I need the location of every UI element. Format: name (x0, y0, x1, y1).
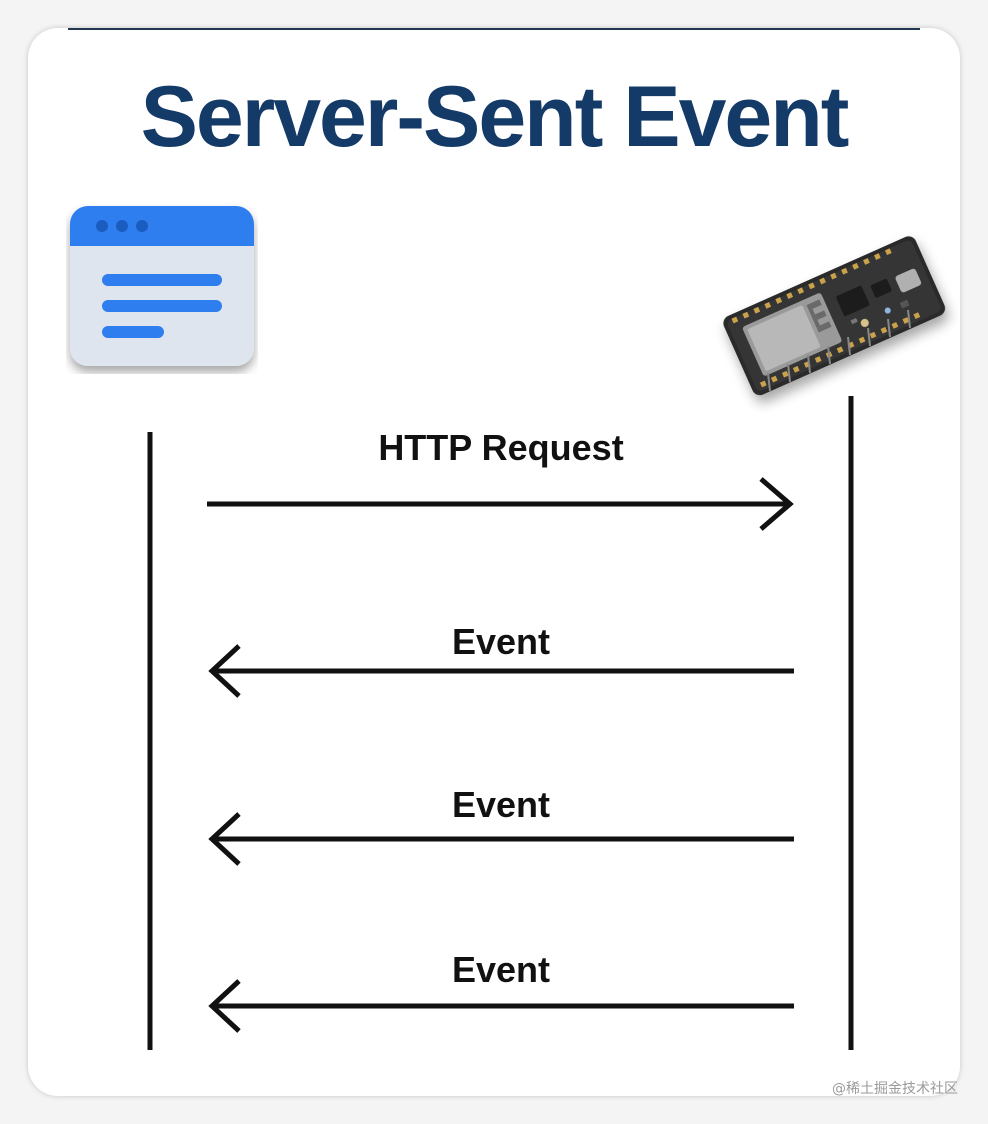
message-label: Event (451, 784, 551, 825)
event-arrow (208, 644, 794, 698)
esp8266-board-icon (723, 236, 946, 396)
diagram-card: Server-Sent Event (28, 28, 960, 1096)
page-title: Server-Sent Event (140, 69, 850, 165)
watermark: @稀土掘金技术社区 (832, 1081, 958, 1097)
top-rule (68, 28, 920, 30)
sequence-diagram (147, 396, 854, 1050)
message-label: Event (451, 949, 551, 990)
message-label: Event (451, 621, 551, 662)
request-arrow (207, 477, 794, 531)
message-label: HTTP Request (378, 427, 624, 468)
browser-window-icon (70, 206, 254, 366)
event-arrow (208, 979, 794, 1033)
event-arrow (208, 812, 794, 866)
